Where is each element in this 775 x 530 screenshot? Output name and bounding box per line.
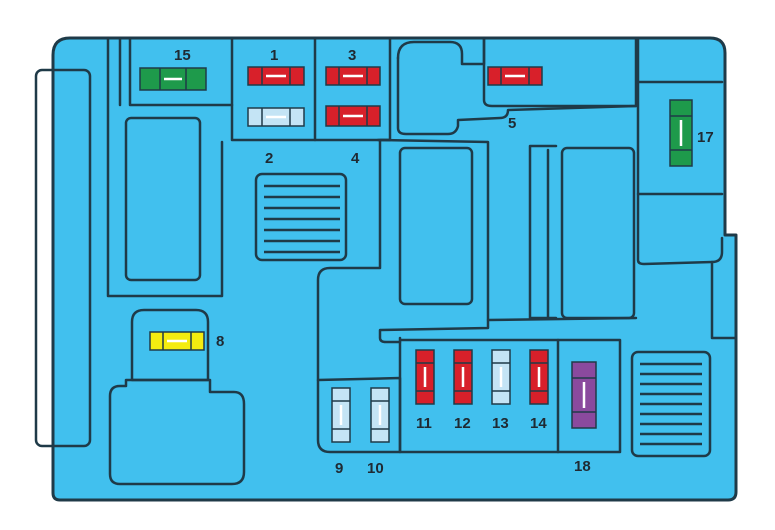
right-column <box>636 38 724 266</box>
fuse-11 <box>415 349 435 405</box>
fuse-1 <box>247 66 305 86</box>
fuse-3 <box>325 66 381 86</box>
fuse-14 <box>529 349 549 405</box>
fuse-9 <box>331 387 351 443</box>
internal-structure <box>34 36 738 486</box>
label-fuse-3: 3 <box>348 47 356 64</box>
label-fuse-11: 11 <box>416 415 432 432</box>
fuse-12 <box>453 349 473 405</box>
fuse-5 <box>487 66 543 86</box>
label-fuse-2: 2 <box>265 150 273 167</box>
label-fuse-10: 10 <box>367 460 384 477</box>
label-fuse-14: 14 <box>530 415 547 432</box>
center-channel <box>316 36 392 382</box>
left-relay <box>124 116 202 282</box>
label-fuse-12: 12 <box>454 415 471 432</box>
fuse-10 <box>370 387 390 443</box>
connector-line <box>482 36 638 108</box>
label-fuse-17: 17 <box>697 129 714 146</box>
label-fuse-15: 15 <box>174 47 191 64</box>
cell-1-2 <box>230 36 317 142</box>
fuse-15 <box>139 67 207 91</box>
left-side-panel <box>34 68 92 448</box>
fuse-13 <box>491 349 511 405</box>
fuse-4 <box>325 105 381 127</box>
grille-lines <box>264 184 702 446</box>
label-fuse-8: 8 <box>216 333 224 350</box>
left-compartment <box>106 36 224 298</box>
center-relay <box>398 146 474 306</box>
connector-cell <box>396 36 486 66</box>
fuse-2 <box>247 107 305 127</box>
bottom-left-box <box>108 378 246 486</box>
fuse-18 <box>571 361 597 429</box>
label-fuse-13: 13 <box>492 415 509 432</box>
label-fuse-9: 9 <box>335 460 343 477</box>
label-fuse-18: 18 <box>574 458 591 475</box>
fuse-8-compartment <box>130 308 210 382</box>
fuse-box-housing <box>51 36 738 502</box>
fuse-8 <box>149 331 205 351</box>
lower-divider <box>486 316 638 322</box>
label-fuse-1: 1 <box>270 47 278 64</box>
fuse-labels: 15 1 2 3 4 5 17 8 9 10 11 12 13 14 18 <box>174 47 714 477</box>
fuse-17 <box>669 99 693 167</box>
label-fuse-5: 5 <box>508 115 516 132</box>
top-left-cell <box>128 36 234 107</box>
right-lower-panel <box>710 260 738 340</box>
grille-box-right <box>630 350 712 458</box>
connector-cell-2 <box>396 36 638 136</box>
block-9-10 <box>316 376 402 454</box>
housing-outline <box>51 36 738 502</box>
label-fuse-4: 4 <box>351 150 360 167</box>
center-channel-2 <box>376 138 490 344</box>
grille-box-left <box>254 172 348 262</box>
fuses <box>139 66 693 443</box>
